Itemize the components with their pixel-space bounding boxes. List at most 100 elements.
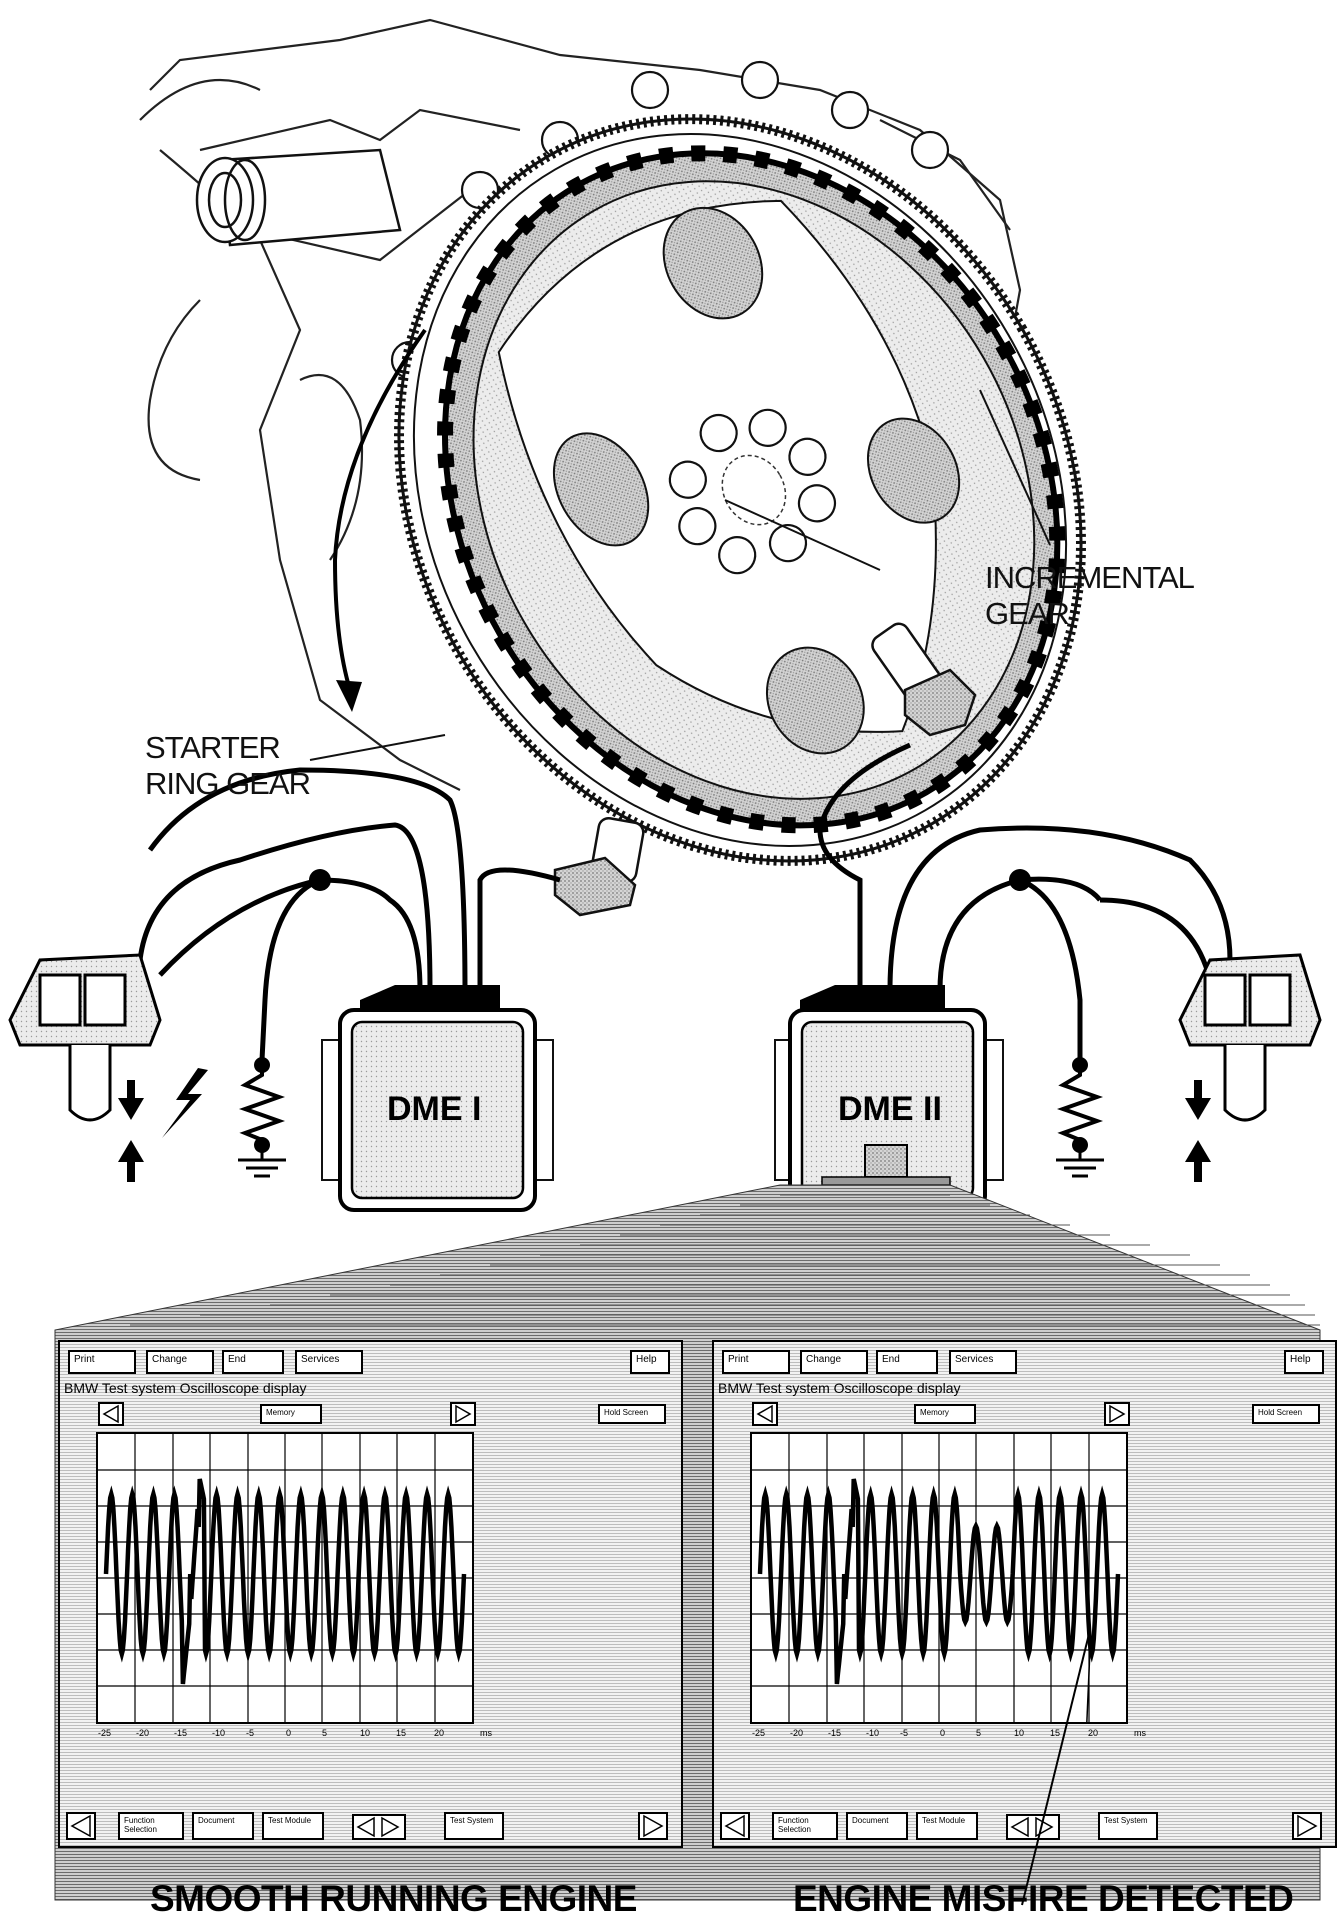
scope-window-misfire: Print Change End Services Help BMW Test … bbox=[712, 1340, 1337, 1848]
scroll-left-button[interactable] bbox=[752, 1402, 778, 1426]
end-button[interactable]: End bbox=[222, 1350, 284, 1374]
scope-plot-smooth bbox=[96, 1432, 474, 1724]
tick-label: 5 bbox=[322, 1728, 328, 1738]
test-module-button[interactable]: Test Module bbox=[916, 1812, 978, 1840]
services-button[interactable]: Services bbox=[949, 1350, 1017, 1374]
starter-ring-gear-label-line2: RING GEAR bbox=[145, 766, 311, 801]
tick-label: -20 bbox=[790, 1728, 804, 1738]
scope-title: BMW Test system Oscilloscope display bbox=[64, 1380, 307, 1396]
document-button[interactable]: Document bbox=[846, 1812, 908, 1840]
tick-label: -10 bbox=[212, 1728, 226, 1738]
ground-symbol-icon bbox=[238, 1145, 286, 1178]
up-arrow-icon bbox=[118, 1140, 1211, 1182]
resistor-icon bbox=[1056, 1065, 1104, 1145]
tick-label: -10 bbox=[866, 1728, 880, 1738]
incremental-gear-label-line1: INCREMENTAL bbox=[985, 560, 1195, 595]
resistor-icon bbox=[238, 1065, 286, 1145]
right-arrow-icon bbox=[643, 1814, 664, 1838]
starter-ring-gear-label-line1: STARTER bbox=[145, 730, 281, 765]
print-button[interactable]: Print bbox=[68, 1350, 136, 1374]
sensor-dme1 bbox=[553, 816, 645, 917]
scroll-right-button[interactable] bbox=[450, 1402, 476, 1426]
function-selection-button[interactable]: Function Selection bbox=[118, 1812, 184, 1840]
test-system-button[interactable]: Test System bbox=[444, 1812, 504, 1840]
ground-symbol-icon bbox=[1056, 1145, 1104, 1178]
rotation-arrowhead bbox=[336, 680, 362, 712]
services-button[interactable]: Services bbox=[295, 1350, 363, 1374]
starter-ring-gear-label: STARTER RING GEAR bbox=[145, 730, 311, 802]
memory-button[interactable]: Memory bbox=[914, 1404, 976, 1424]
spark-bolt-icon bbox=[162, 1068, 208, 1138]
help-button[interactable]: Help bbox=[1284, 1350, 1324, 1374]
right-arrow-icon bbox=[1297, 1814, 1318, 1838]
tick-label: -20 bbox=[136, 1728, 150, 1738]
end-button[interactable]: End bbox=[876, 1350, 938, 1374]
left-arrow-icon bbox=[102, 1404, 119, 1424]
scroll-left-button[interactable] bbox=[98, 1402, 124, 1426]
right-arrow-icon bbox=[1109, 1404, 1126, 1424]
document-button[interactable]: Document bbox=[192, 1812, 254, 1840]
tick-label: -5 bbox=[246, 1728, 255, 1738]
hold-screen-button[interactable]: Hold Screen bbox=[1252, 1404, 1320, 1424]
step-buttons[interactable] bbox=[352, 1814, 406, 1840]
ignition-coil-right bbox=[1178, 953, 1322, 1122]
tick-label: 20 bbox=[434, 1728, 445, 1738]
page-left-button[interactable] bbox=[66, 1812, 96, 1840]
function-selection-button[interactable]: Function Selection bbox=[772, 1812, 838, 1840]
incremental-gear-label-line2: GEAR bbox=[985, 596, 1070, 631]
sensor-dme2 bbox=[871, 622, 977, 737]
units-label: ms bbox=[1134, 1728, 1146, 1738]
waveform-misfire bbox=[757, 1478, 1121, 1685]
down-arrow-icon bbox=[118, 1080, 1211, 1120]
hose-pipe bbox=[195, 148, 402, 247]
tick-label: 0 bbox=[286, 1728, 292, 1738]
left-arrow-icon bbox=[724, 1814, 745, 1838]
left-arrow-icon bbox=[756, 1404, 773, 1424]
dme1-module bbox=[321, 985, 554, 1212]
tick-label: 15 bbox=[1050, 1728, 1061, 1738]
page-left-button[interactable] bbox=[720, 1812, 750, 1840]
wiring bbox=[137, 742, 1233, 1061]
tick-label: -5 bbox=[900, 1728, 909, 1738]
hold-screen-button[interactable]: Hold Screen bbox=[598, 1404, 666, 1424]
dme2-module bbox=[774, 985, 1004, 1212]
tick-label: 5 bbox=[976, 1728, 982, 1738]
rotation-arrow-icon bbox=[332, 328, 427, 691]
memory-button[interactable]: Memory bbox=[260, 1404, 322, 1424]
ignition-coil-left bbox=[8, 953, 162, 1122]
scroll-right-button[interactable] bbox=[1104, 1402, 1130, 1426]
tick-label: -25 bbox=[752, 1728, 766, 1738]
caption-smooth: SMOOTH RUNNING ENGINE bbox=[150, 1878, 637, 1919]
caption-misfire: ENGINE MISFIRE DETECTED bbox=[793, 1878, 1294, 1919]
change-button[interactable]: Change bbox=[800, 1350, 868, 1374]
units-label: ms bbox=[480, 1728, 492, 1738]
waveform-smooth bbox=[103, 1478, 467, 1685]
change-button[interactable]: Change bbox=[146, 1350, 214, 1374]
page-right-button[interactable] bbox=[1292, 1812, 1322, 1840]
test-system-button[interactable]: Test System bbox=[1098, 1812, 1158, 1840]
left-arrow-icon bbox=[70, 1814, 91, 1838]
tick-label: 0 bbox=[940, 1728, 946, 1738]
scope-window-smooth: Print Change End Services Help BMW Test … bbox=[58, 1340, 683, 1848]
frame-stack-lines bbox=[130, 1194, 1320, 1326]
tick-label: -15 bbox=[174, 1728, 188, 1738]
print-button[interactable]: Print bbox=[722, 1350, 790, 1374]
dme2-label: DME II bbox=[838, 1090, 942, 1128]
tick-label: 10 bbox=[1014, 1728, 1025, 1738]
page-right-button[interactable] bbox=[638, 1812, 668, 1840]
tick-label: -25 bbox=[98, 1728, 112, 1738]
dme1-label: DME I bbox=[387, 1090, 482, 1128]
test-module-button[interactable]: Test Module bbox=[262, 1812, 324, 1840]
scope-plot-misfire bbox=[750, 1432, 1128, 1835]
scope-title: BMW Test system Oscilloscope display bbox=[718, 1380, 961, 1396]
tick-label: 10 bbox=[360, 1728, 371, 1738]
right-arrow-icon bbox=[455, 1404, 472, 1424]
leader-lines bbox=[309, 389, 1051, 761]
tick-label: 15 bbox=[396, 1728, 407, 1738]
left-right-arrow-icon bbox=[356, 1816, 400, 1838]
tick-label: 20 bbox=[1088, 1728, 1099, 1738]
incremental-gear-label: INCREMENTAL GEAR bbox=[985, 560, 1195, 632]
help-button[interactable]: Help bbox=[630, 1350, 670, 1374]
tick-label: -15 bbox=[828, 1728, 842, 1738]
